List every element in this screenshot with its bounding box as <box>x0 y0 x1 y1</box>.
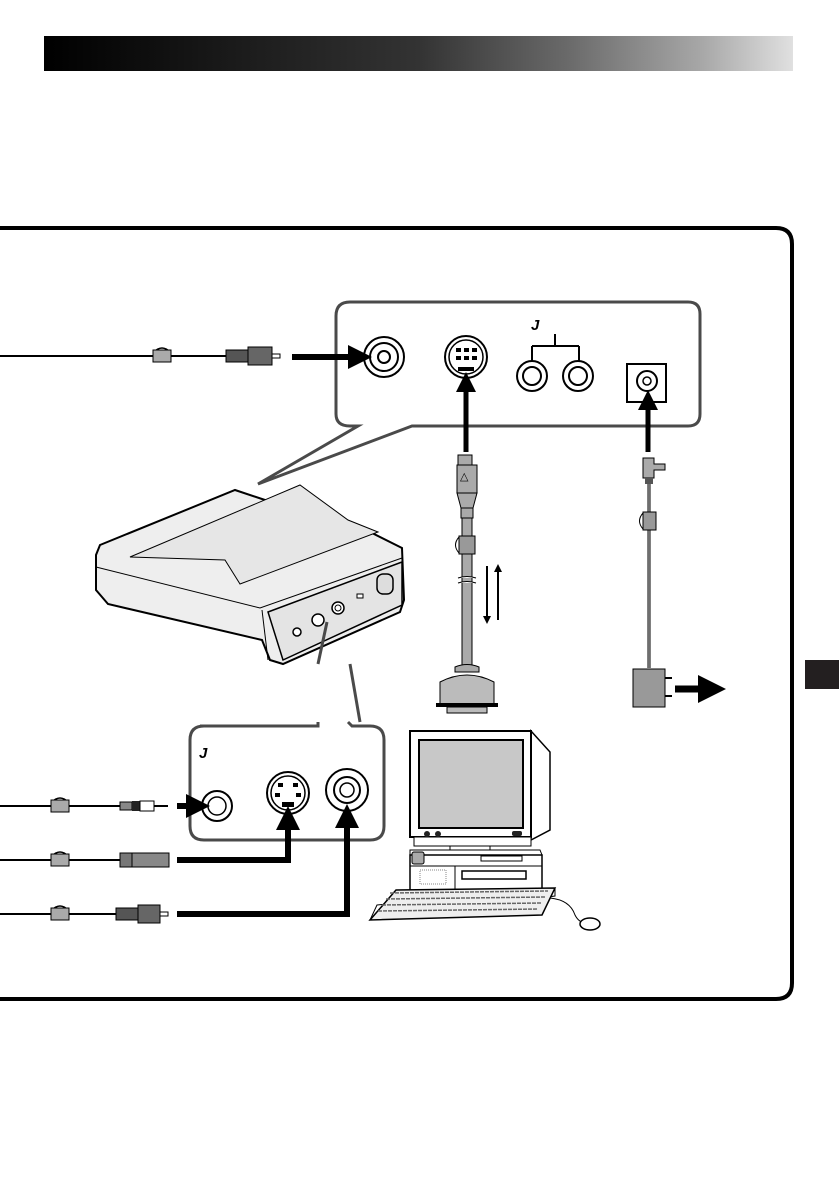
dc-in-jack[interactable] <box>626 363 667 403</box>
ferrite-core <box>458 535 476 555</box>
section-header-bar <box>44 36 793 71</box>
audio-l-jack[interactable] <box>516 360 548 392</box>
video-cable-top <box>0 345 372 369</box>
ac-adapter <box>632 457 726 708</box>
connector-marker-glyph: △ <box>460 471 469 483</box>
logo-glyph-top: J <box>531 317 540 334</box>
ferrite-core <box>152 349 172 363</box>
arrow-to-video-rca <box>177 804 359 917</box>
desktop-computer <box>368 729 601 931</box>
capture-device <box>95 484 406 666</box>
logo-glyph-bottom: J <box>199 745 208 762</box>
video-rca-jack[interactable] <box>325 768 369 812</box>
arrow-to-s-video <box>177 806 300 863</box>
video-in-jack[interactable] <box>363 336 405 378</box>
mouse <box>579 917 601 931</box>
keyboard <box>368 887 557 921</box>
s-video-cable <box>0 806 300 868</box>
mini-din-8-port[interactable] <box>444 335 488 379</box>
audio-r-jack[interactable] <box>562 360 594 392</box>
rca-plug <box>247 346 273 366</box>
power-brick <box>632 668 666 708</box>
pc-serial-cable: △ <box>436 454 498 714</box>
audio-bracket <box>531 334 580 362</box>
rear-panel-callout: J <box>257 300 702 486</box>
monitor <box>409 729 551 853</box>
db25-connector <box>439 674 495 707</box>
diagram-frame <box>0 226 794 1001</box>
s-video-port[interactable] <box>266 771 310 815</box>
mini-jack[interactable] <box>201 790 233 822</box>
chapter-tab <box>805 660 839 689</box>
video-rca-cable <box>0 804 359 924</box>
monitor-screen <box>418 739 524 829</box>
mini-jack-cable <box>0 794 210 818</box>
